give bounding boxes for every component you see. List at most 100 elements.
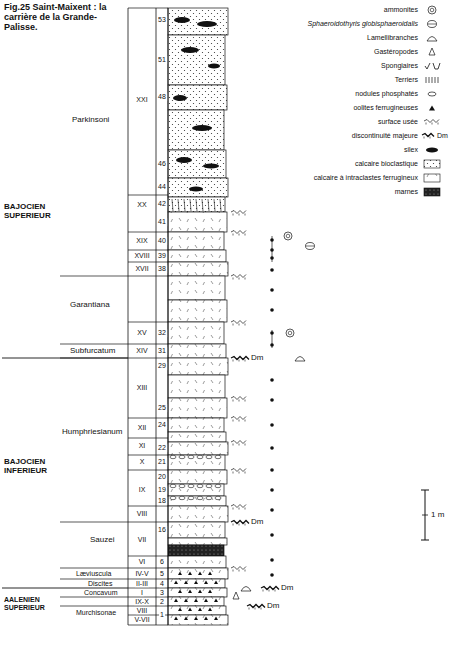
oolite-mark	[198, 608, 202, 612]
scale-label: 1 m	[431, 511, 444, 520]
bed	[168, 506, 228, 522]
scale-bar	[422, 515, 428, 516]
bed-number: 29	[157, 362, 167, 370]
worn-surface-symbol	[231, 321, 246, 324]
legend-text: silex	[404, 146, 418, 154]
chert-nodule	[173, 95, 187, 101]
bed	[168, 197, 225, 212]
stage-name: BAJOCIEN SUPERIEUR	[4, 203, 66, 221]
unit-numeral: IV-V	[134, 570, 149, 578]
burrow-symbol	[429, 77, 430, 83]
bed	[168, 398, 227, 418]
chert-nodule	[208, 64, 220, 69]
surface-tick	[239, 508, 240, 510]
bed	[168, 588, 227, 597]
legend-swatch	[424, 160, 440, 168]
bed-number: 3	[159, 589, 165, 597]
zone-name: Garantiana	[70, 301, 110, 310]
burrow-mark	[172, 199, 173, 211]
oolite-mark	[214, 617, 218, 621]
unit-numeral: VII	[137, 536, 148, 544]
unit-boundary	[128, 418, 168, 419]
oolite-mark	[184, 581, 188, 585]
surface-tick	[261, 608, 262, 610]
zone-name: Concavum	[84, 589, 117, 597]
phosphate-nodule	[179, 496, 185, 499]
chert-nodule	[192, 125, 212, 131]
bed	[168, 300, 227, 322]
surface-tick	[245, 360, 246, 362]
burrow-mark	[214, 199, 215, 211]
surface-tick	[239, 444, 240, 446]
zone-boundary	[60, 606, 128, 607]
unit-boundary	[128, 195, 168, 196]
surface-tick	[245, 324, 246, 326]
surface-tick	[233, 278, 234, 280]
chert-nodule	[174, 17, 190, 23]
discontinuity-symbol	[261, 587, 279, 590]
ammonite-occurrence	[270, 398, 274, 402]
bed	[168, 597, 224, 606]
surface-tick	[233, 234, 234, 236]
surface-tick	[245, 472, 246, 474]
oolite-mark	[194, 599, 198, 603]
phosphate-nodule	[188, 455, 194, 458]
surface-tick	[233, 508, 234, 510]
legend-text: discontinuité majeure	[352, 132, 418, 140]
ammonite-occurrence	[270, 558, 274, 562]
range-line	[272, 330, 273, 348]
surface-tick	[275, 590, 276, 592]
worn-surface-symbol	[231, 441, 246, 444]
bed	[168, 232, 224, 250]
unit-numeral: XIX	[135, 237, 148, 245]
ammonite-occurrence	[270, 446, 274, 450]
bed	[168, 556, 226, 568]
oolite-mark	[178, 590, 182, 594]
surface-tick	[239, 360, 240, 362]
zone-name: Murchisonae	[76, 609, 116, 617]
bed	[168, 358, 228, 375]
bed-number: 42	[157, 200, 167, 208]
surface-tick	[245, 420, 246, 422]
range-line	[272, 236, 273, 262]
zone-boundary	[60, 597, 128, 598]
oolite-mark	[214, 581, 218, 585]
oolite-mark	[174, 599, 178, 603]
bed-number: 4	[159, 580, 165, 588]
chert-nodule	[181, 47, 199, 53]
bed-number: 40	[157, 237, 167, 245]
worn-surface-symbol	[231, 567, 246, 570]
unit-numeral: IX	[138, 486, 147, 494]
bed-number: 41	[157, 218, 167, 226]
ammonite-symbol	[428, 6, 436, 14]
legend-text: nodules phosphatés	[355, 90, 418, 98]
discontinuity-symbol	[231, 357, 249, 360]
bed-number: 25	[157, 404, 167, 412]
oolite-mark	[178, 572, 182, 576]
nodule-symbol	[428, 92, 436, 96]
bed	[168, 344, 226, 358]
ammonite-symbol	[288, 331, 292, 335]
bed	[168, 212, 227, 232]
legend-text: Lamellibranches	[367, 34, 418, 42]
burrow-mark	[196, 199, 197, 211]
surface-tick	[239, 472, 240, 474]
unit-numeral: I	[140, 589, 144, 597]
bed	[168, 276, 225, 300]
unit-boundary	[128, 262, 168, 263]
bed-number: 20	[157, 473, 167, 481]
surface-tick	[245, 524, 246, 526]
surface-tick	[239, 234, 240, 236]
brachiopod-symbol	[306, 243, 315, 250]
surface-tick	[245, 234, 246, 236]
legend-text: calcaire à intraclastes ferrugineux	[314, 174, 418, 182]
oolite-mark	[214, 599, 218, 603]
unit-boundary	[128, 455, 168, 456]
bed-number: 51	[157, 56, 167, 64]
bed	[168, 35, 225, 85]
unit-boundary	[128, 232, 168, 233]
bed-number: 24	[157, 421, 167, 429]
oolite-mark	[194, 617, 198, 621]
